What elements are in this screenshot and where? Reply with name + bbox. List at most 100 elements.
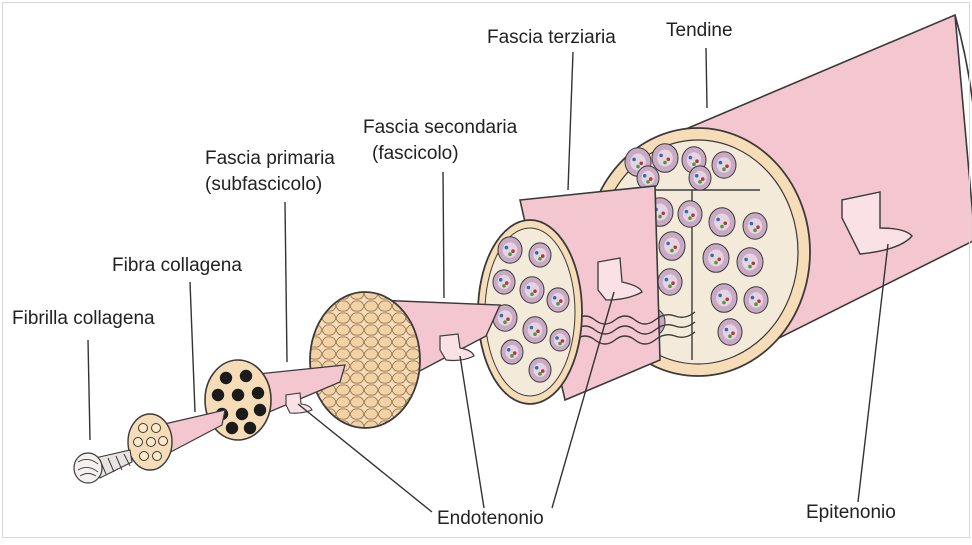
collagen-fiber-dot <box>244 422 256 434</box>
cell-nucleus <box>511 249 515 253</box>
leader-endo-2 <box>460 356 484 508</box>
cell-nucleus <box>535 251 539 255</box>
label-secondaria-2: (fascicolo) <box>372 142 459 166</box>
cell-nucleus <box>636 165 640 169</box>
collagen-fiber-dot <box>232 389 244 401</box>
label-fibra: Fibra collagena <box>112 254 242 278</box>
cell-nucleus <box>725 298 729 302</box>
cell-nucleus <box>541 254 545 258</box>
cell-nucleus <box>685 210 689 214</box>
cell-nucleus <box>688 216 692 220</box>
cell-nucleus <box>541 369 545 373</box>
cell-nucleus <box>649 177 653 181</box>
cell-nucleus <box>533 289 537 293</box>
cell-nucleus <box>751 262 755 266</box>
cell-nucleus <box>661 212 665 216</box>
collagen-fiber-dot <box>236 408 248 420</box>
cell-nucleus <box>701 177 705 181</box>
cell-nucleus <box>659 154 663 158</box>
cell-nucleus <box>754 302 758 306</box>
label-terziaria: Fascia terziaria <box>487 26 616 50</box>
fibril-ring <box>139 424 148 433</box>
cell-nucleus <box>527 286 531 290</box>
label-fibrilla: Fibrilla collagena <box>12 307 155 331</box>
cell-nucleus <box>671 281 675 285</box>
collagen-fiber <box>128 410 225 470</box>
cell-nucleus <box>553 296 557 300</box>
cell-nucleus <box>646 180 650 184</box>
cell-nucleus <box>500 314 504 318</box>
cell-nucleus <box>753 228 757 232</box>
cell-nucleus <box>536 329 540 333</box>
collagen-fibril <box>74 450 132 483</box>
leader-fibra <box>190 282 195 412</box>
cell-nucleus <box>643 174 647 178</box>
cell-nucleus <box>750 222 754 226</box>
cell-nucleus <box>506 317 510 321</box>
cell-nucleus <box>710 254 714 258</box>
collagen-fiber-dot <box>220 372 232 384</box>
cell-nucleus <box>665 278 669 282</box>
collagen-fiber-dot <box>240 370 252 382</box>
fibril-ring <box>152 424 161 433</box>
secondary-fascicle <box>310 292 500 428</box>
cell-nucleus <box>639 162 643 166</box>
cell-nucleus <box>744 258 748 262</box>
cell-nucleus <box>725 328 729 332</box>
collagen-fiber-dot <box>252 387 264 399</box>
cell-nucleus <box>510 354 514 358</box>
cell-nucleus <box>719 161 723 165</box>
cell-nucleus <box>717 258 721 262</box>
leader-terziaria <box>568 52 573 190</box>
cell-nucleus <box>731 331 735 335</box>
fibril-ring <box>134 438 143 447</box>
cell-nucleus <box>499 278 503 282</box>
cell-nucleus <box>695 174 699 178</box>
cell-nucleus <box>751 296 755 300</box>
cell-nucleus <box>530 326 534 330</box>
fibril-ring <box>153 452 162 461</box>
label-endotenonio: Endotenonio <box>437 507 544 531</box>
collagen-fiber-dot <box>226 422 238 434</box>
cell-nucleus <box>555 336 559 340</box>
cell-nucleus <box>632 158 636 162</box>
cell-nucleus <box>538 372 542 376</box>
cell-nucleus <box>666 242 670 246</box>
label-secondaria-1: Fascia secondaria <box>363 116 517 140</box>
fibril-ring <box>147 438 156 447</box>
cell-nucleus <box>698 180 702 184</box>
cell-nucleus <box>695 159 699 163</box>
cell-nucleus <box>714 261 718 265</box>
cell-nucleus <box>538 257 542 261</box>
cell-nucleus <box>558 342 562 346</box>
cell-nucleus <box>692 162 696 166</box>
cell-nucleus <box>728 334 732 338</box>
cell-nucleus <box>513 351 517 355</box>
cell-nucleus <box>530 292 534 296</box>
cell-nucleus <box>756 225 760 229</box>
leader-secondaria <box>443 172 444 298</box>
cell-nucleus <box>720 225 724 229</box>
leader-primaria <box>285 202 287 362</box>
cell-nucleus <box>559 299 563 303</box>
cell-nucleus <box>508 252 512 256</box>
cell-nucleus <box>670 249 674 253</box>
cell-nucleus <box>507 348 511 352</box>
cell-nucleus <box>505 246 509 250</box>
cell-nucleus <box>535 366 539 370</box>
label-primaria-1: Fascia primaria <box>205 147 335 171</box>
cell-nucleus <box>723 222 727 226</box>
leader-fibrilla <box>88 340 90 440</box>
cell-nucleus <box>691 213 695 217</box>
fibril-ring <box>159 437 168 446</box>
cell-nucleus <box>718 294 722 298</box>
label-primaria-2: (subfascicolo) <box>205 173 322 197</box>
cell-nucleus <box>502 284 506 288</box>
fibril-ring <box>140 452 149 461</box>
cell-nucleus <box>673 246 677 250</box>
cell-nucleus <box>658 215 662 219</box>
cell-nucleus <box>757 299 761 303</box>
collagen-fiber-dot <box>254 404 266 416</box>
cell-nucleus <box>725 164 729 168</box>
